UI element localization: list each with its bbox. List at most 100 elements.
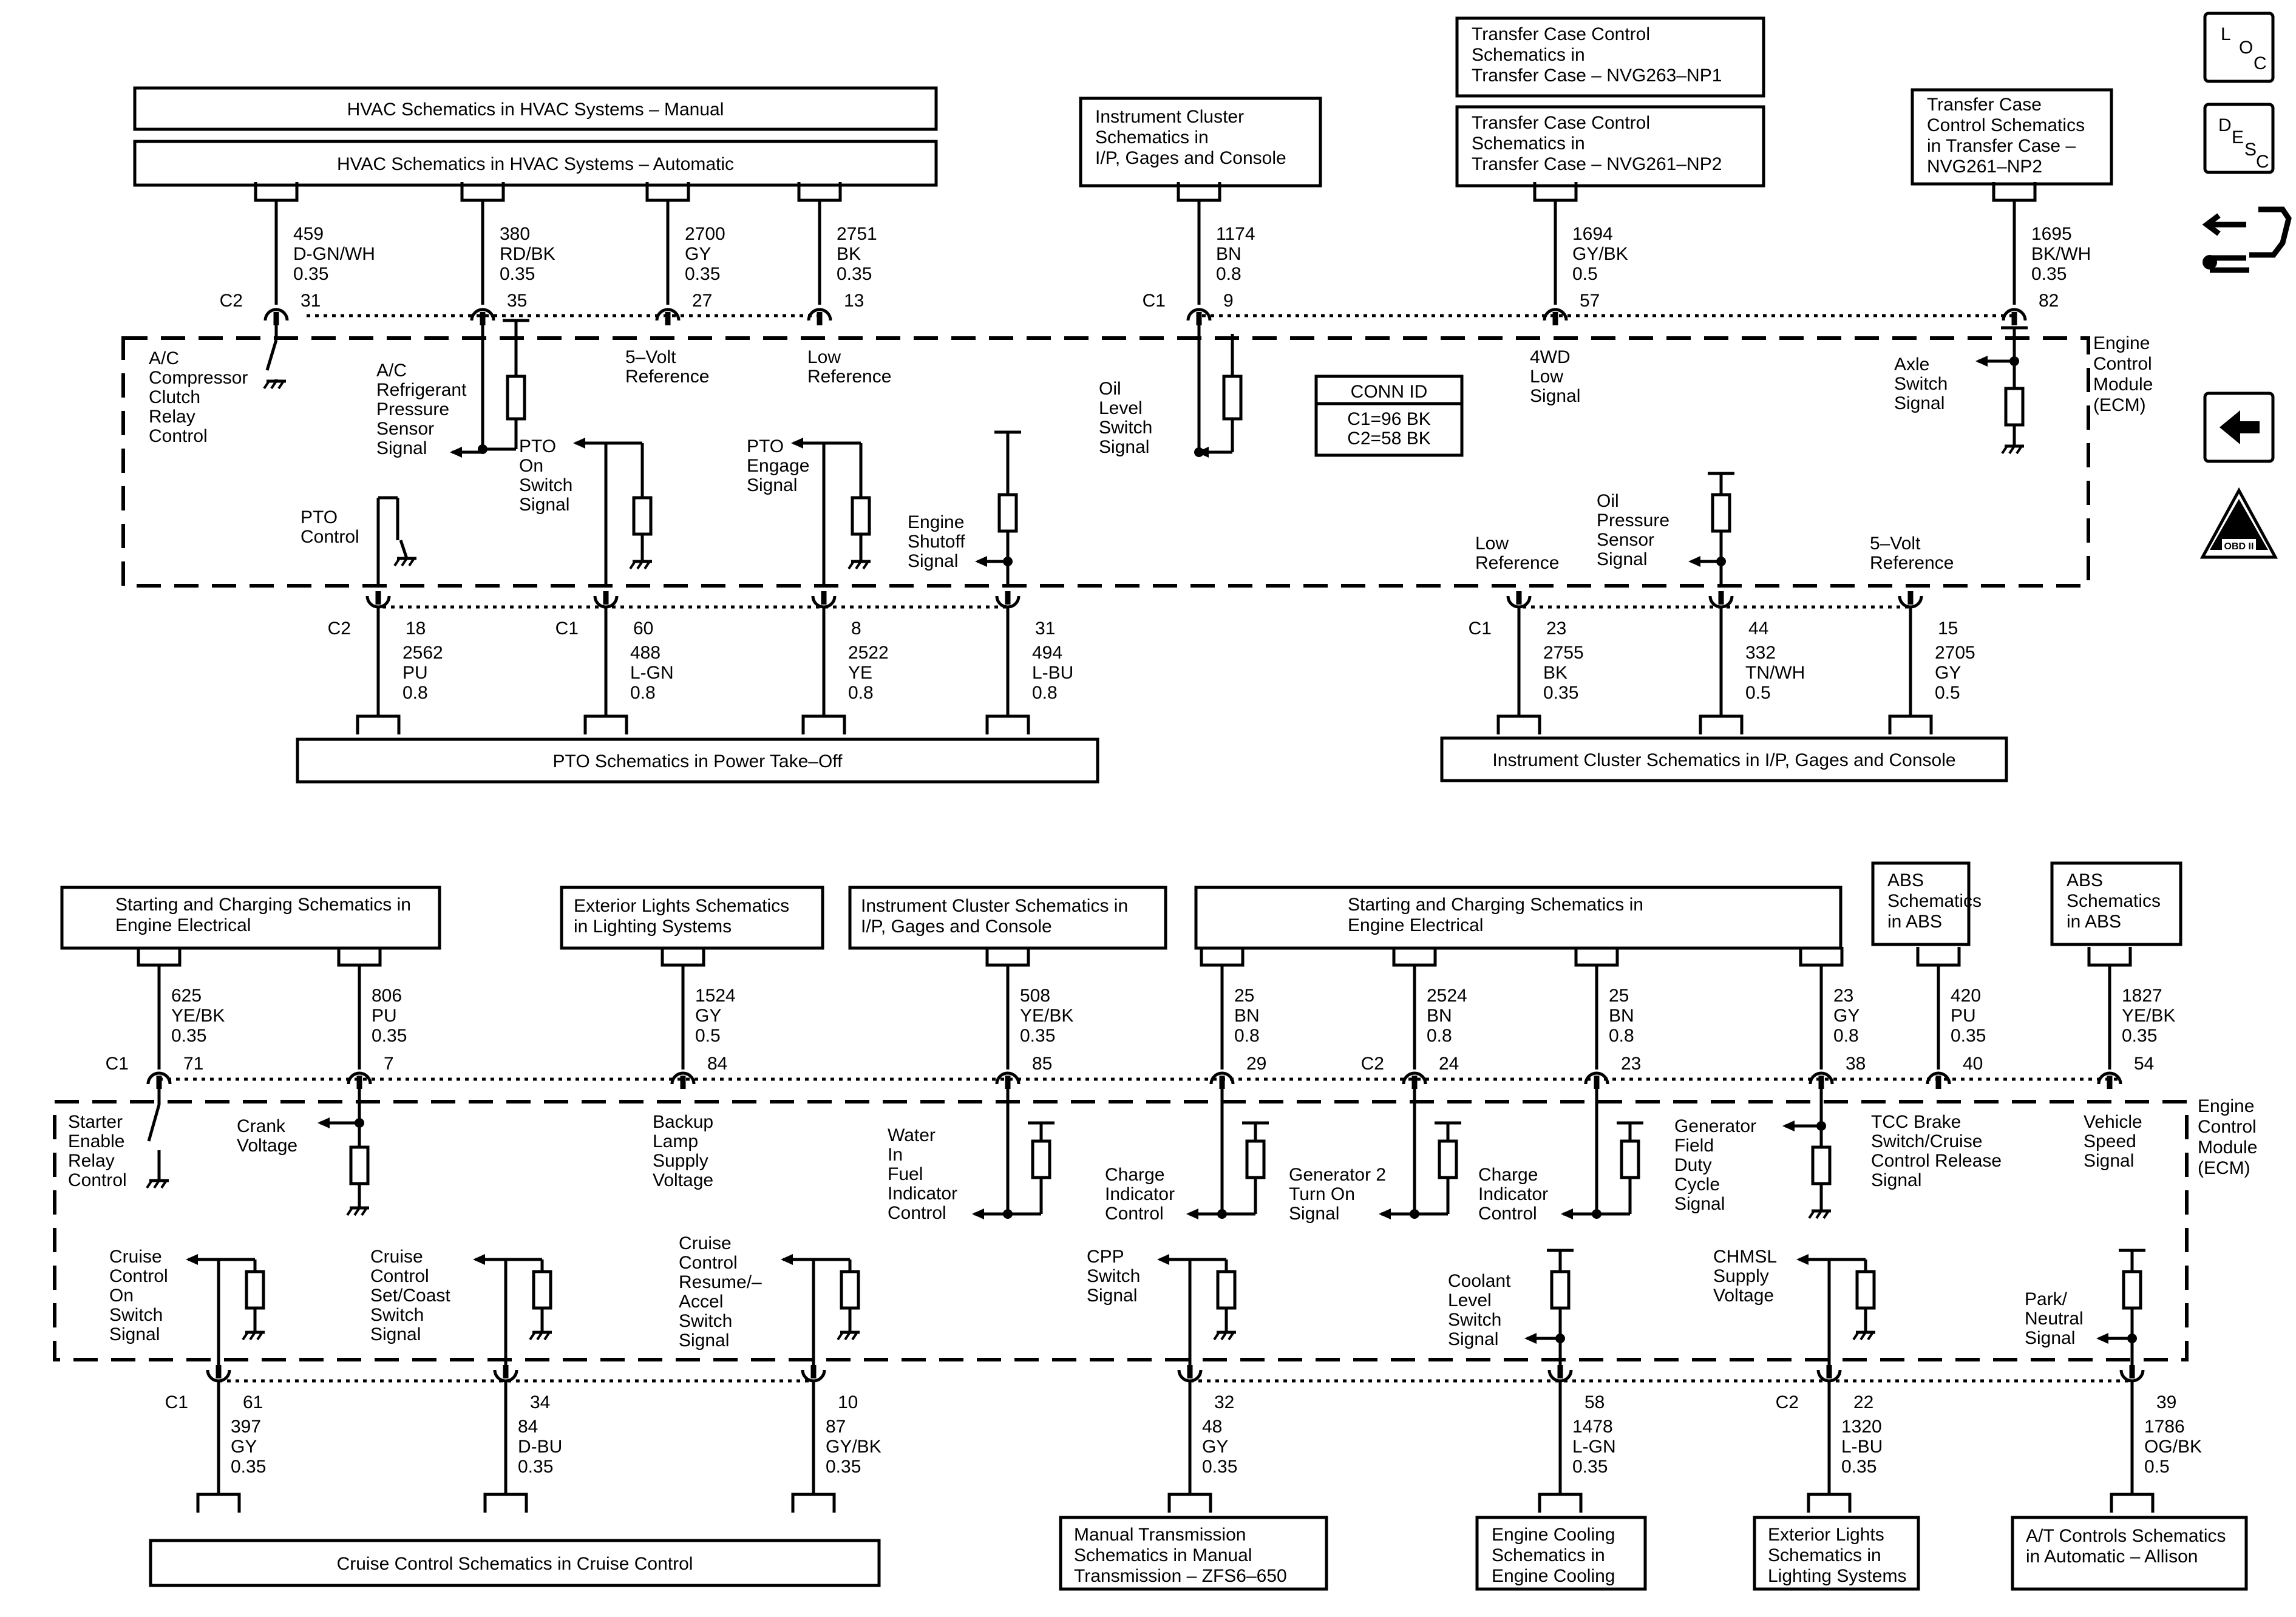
signal-label: Signal: [376, 438, 427, 458]
pto-reference-box[interactable]: PTO Schematics in Power Take–Off: [296, 737, 1099, 784]
loc-letter: O: [2239, 38, 2253, 58]
reference-text: Schematics in Manual: [1074, 1545, 1252, 1565]
ground-symbol: [146, 1179, 169, 1189]
pull-resistor: [1245, 1139, 1266, 1179]
hvac-manual-reference-box[interactable]: HVAC Schematics in HVAC Systems – Manual: [133, 86, 938, 131]
reference-text: Transfer Case – NVG263–NP1: [1472, 66, 1722, 86]
signal-label: A/C: [149, 348, 179, 368]
pull-resistor: [1216, 1270, 1237, 1310]
wire-gauge: 0.35: [1543, 683, 1578, 703]
pull-resistor: [1711, 493, 1731, 533]
signal-label: Signal: [1894, 393, 1944, 413]
obd-numeral: II: [2232, 512, 2246, 538]
wire-gauge: 0.8: [630, 683, 656, 703]
starting-charging-left-reference-box[interactable]: Starting and Charging Schematics inEngin…: [60, 886, 441, 950]
instrument-cluster-bottom-reference-box[interactable]: Instrument Cluster Schematics in I/P, Ga…: [1440, 736, 2008, 782]
circuit-number: 87: [826, 1417, 846, 1437]
connector-tab: [985, 714, 1030, 734]
signal-label: Low: [807, 347, 841, 367]
signal-label: Cruise: [679, 1233, 732, 1253]
pin-number: 7: [384, 1054, 394, 1074]
pin-number: 13: [844, 291, 864, 311]
signal-label: Crank: [237, 1116, 286, 1136]
ground-symbol: [837, 1331, 860, 1341]
pin-connector: [811, 591, 837, 609]
signal-label: Signal: [519, 495, 569, 515]
loc-button[interactable]: LOC: [2203, 12, 2275, 83]
wire-color: GY: [1202, 1437, 1228, 1457]
pull-resistor: [840, 1270, 860, 1310]
cruise-control-reference-box[interactable]: Cruise Control Schematics in Cruise Cont…: [149, 1539, 881, 1587]
signal-label: Signal: [1099, 437, 1149, 457]
circuit-number: 488: [630, 643, 661, 663]
reference-text: Transfer Case Control: [1472, 24, 1650, 44]
signal-label: Generator: [1674, 1116, 1756, 1136]
wire-color: L-BU: [1841, 1437, 1883, 1457]
signal-label: Voltage: [1713, 1286, 1774, 1306]
wire-color: GY: [231, 1437, 257, 1457]
signal-label: CPP: [1087, 1247, 1124, 1267]
connector-tab: [2087, 947, 2132, 967]
pin-connector: [807, 308, 832, 325]
bottom-section: Starting and Charging Schematics inEngin…: [53, 861, 2257, 1591]
wire-color: GY: [1935, 663, 1961, 683]
signal-label: Switch: [1448, 1310, 1501, 1330]
wire-gauge: 0.8: [1427, 1026, 1452, 1046]
hvac-automatic-reference-box[interactable]: HVAC Schematics in HVAC Systems – Automa…: [133, 140, 938, 187]
instrument-cluster-mid-reference-box[interactable]: Instrument Cluster Schematics inI/P, Gag…: [848, 886, 1167, 950]
ecm-internal-top: [263, 319, 2028, 586]
pin-connector: [1506, 591, 1532, 609]
pin-number: 10: [838, 1392, 858, 1412]
circuit-number: 380: [500, 224, 530, 244]
reference-text: Transfer Case – NVG261–NP2: [1472, 154, 1722, 174]
connector-tab: [1167, 1493, 1212, 1513]
signal-label: PTO: [747, 436, 784, 456]
wire-gauge: 0.8: [1216, 264, 1241, 284]
starting-charging-right-reference-box[interactable]: Starting and Charging Schematics inEngin…: [1194, 886, 1843, 950]
signal-label: Duty: [1674, 1155, 1712, 1175]
back-arrow-button[interactable]: [2203, 392, 2275, 463]
wire-color: BN: [1234, 1006, 1260, 1026]
connector-icon[interactable]: [2202, 206, 2292, 273]
wire-color: TN/WH: [1745, 663, 1805, 683]
wire-gauge: 0.8: [1833, 1026, 1859, 1046]
wire-gauge: 0.8: [1609, 1026, 1634, 1046]
connector-tab: [791, 1493, 836, 1513]
ground-symbol: [1213, 1331, 1236, 1341]
reference-text: in ABS: [2067, 912, 2121, 932]
signal-label: Pressure: [376, 399, 449, 419]
signal-label: Signal: [1087, 1286, 1137, 1306]
signal-label: Reference: [1870, 553, 1954, 573]
wire-color: GY: [695, 1006, 721, 1026]
pin-number: 31: [301, 291, 321, 311]
reference-text: Instrument Cluster: [1095, 107, 1244, 127]
